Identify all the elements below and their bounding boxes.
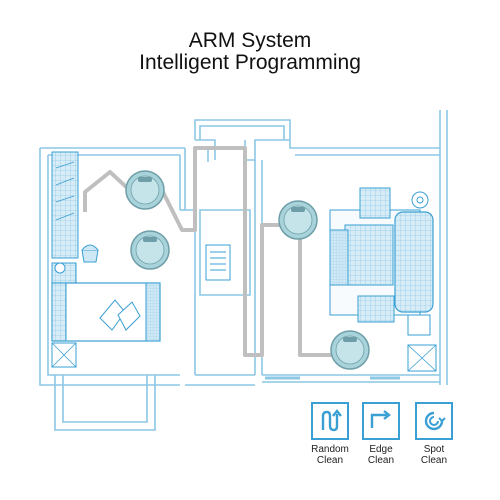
robot-vacuum-3 — [278, 200, 318, 240]
mode-spot-label-1: Spot — [423, 444, 445, 455]
mode-edge-label-1: Edge — [369, 444, 393, 455]
mode-random-label-1: Random — [311, 444, 349, 455]
mode-edge-label-2: Clean — [367, 455, 395, 466]
closet-unit — [205, 244, 231, 281]
living-room-furniture — [329, 187, 437, 372]
walls — [39, 110, 448, 431]
edge-path-icon — [362, 402, 400, 440]
title-line-2: Intelligent Programming — [139, 51, 361, 74]
mode-spot-label-2: Clean — [420, 455, 448, 466]
bedroom-furniture — [51, 151, 161, 368]
robot-vacuum-2 — [130, 230, 170, 270]
robot-vacuum-1 — [125, 170, 165, 210]
mode-random-label-2: Clean — [316, 455, 344, 466]
mode-edge-clean: Edge Clean — [351, 402, 411, 466]
spiral-path-icon — [415, 402, 453, 440]
random-path-icon — [311, 402, 349, 440]
mode-random-clean: Random Clean — [300, 402, 360, 466]
mode-spot-clean: Spot Clean — [404, 402, 464, 466]
title-line-1: ARM System — [188, 29, 312, 52]
robot-vacuum-4 — [330, 330, 370, 370]
